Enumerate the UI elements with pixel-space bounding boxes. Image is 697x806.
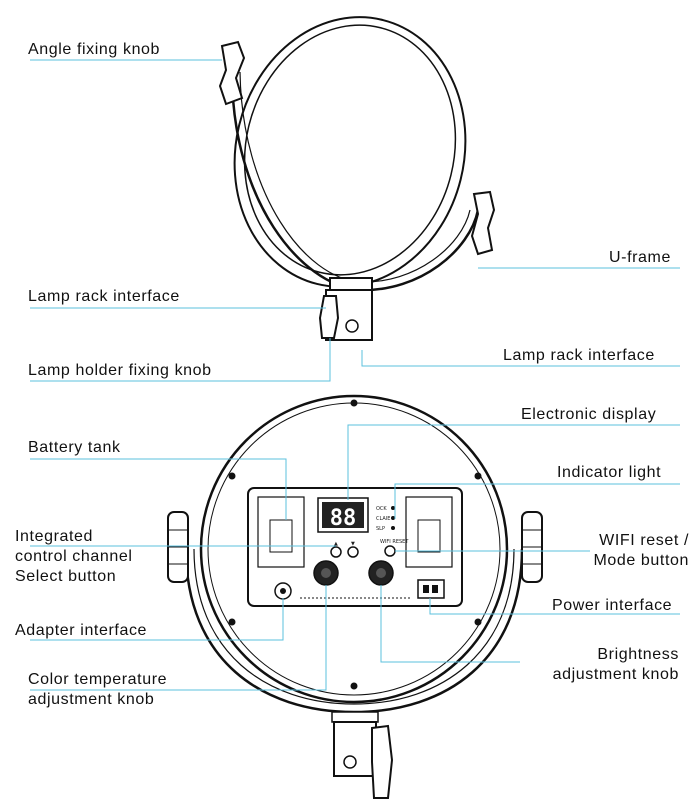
svg-text:CLAIE: CLAIE	[376, 516, 390, 522]
label-integrated-control: Integrated control channel Select button	[15, 528, 133, 585]
leader-lines	[30, 59, 680, 691]
lamp-holder-knob-top	[318, 295, 340, 339]
svg-text:SLP: SLP	[376, 526, 385, 532]
lamp-rack-top	[329, 277, 373, 291]
screw	[474, 618, 482, 626]
screw	[228, 618, 236, 626]
label-lamp-rack-interface-left: Lamp rack interface	[28, 288, 180, 305]
channel-select-button-down[interactable]	[347, 546, 359, 558]
u-frame-top	[230, 71, 480, 292]
bottom-view-light: 88 OCK CLAIE SLP WIFI RESET ▲ ▼	[167, 394, 543, 799]
label-wifi-reset: WIFI reset / Mode button	[593, 532, 689, 569]
label-u-frame: U-frame	[609, 249, 671, 266]
battery-tank-right	[405, 496, 453, 568]
angle-knob-right	[470, 190, 496, 256]
light-ring-outer	[233, 16, 467, 288]
label-power-interface: Power interface	[552, 597, 673, 614]
screw	[228, 472, 236, 480]
indicator-light	[391, 526, 395, 530]
angle-knob-left	[218, 40, 246, 106]
electronic-display	[317, 497, 369, 533]
power-interface[interactable]	[417, 579, 445, 599]
label-lamp-holder-fixing-knob: Lamp holder fixing knob	[28, 362, 212, 379]
down-arrow-glyph: ▼	[351, 541, 355, 547]
label-angle-fixing-knob: Angle fixing knob	[28, 41, 161, 58]
light-ring-inner	[243, 24, 457, 276]
svg-text:OCK: OCK	[376, 506, 387, 512]
label-color-temperature-knob: Color temperature adjustment knob	[28, 671, 168, 708]
control-panel	[247, 487, 463, 607]
channel-select-button-up[interactable]	[330, 546, 342, 558]
screw	[350, 682, 358, 690]
wifi-reset-tag: WIFI RESET	[380, 539, 409, 545]
lamp-holder-bottom	[333, 721, 377, 777]
label-battery-tank: Battery tank	[28, 439, 121, 456]
top-view-light	[218, 16, 496, 341]
label-indicator-light: Indicator light	[557, 464, 662, 481]
screw	[474, 472, 482, 480]
lamp-rack-bottom	[331, 711, 379, 723]
indicator-lights: OCK CLAIE SLP	[376, 506, 395, 532]
indicator-light	[391, 506, 395, 510]
label-electronic-display: Electronic display	[521, 406, 657, 423]
indicator-light	[391, 516, 395, 520]
display-digits: 88	[330, 506, 357, 531]
up-arrow-glyph: ▲	[334, 541, 338, 547]
lamp-holder-knob-bottom	[371, 724, 394, 799]
label-adapter-interface: Adapter interface	[15, 622, 148, 639]
battery-tank-left	[257, 496, 305, 568]
wifi-reset-button[interactable]	[384, 545, 396, 557]
label-brightness-knob: Brightness adjustment knob	[552, 646, 679, 683]
lamp-body-outer	[199, 394, 509, 704]
label-lamp-rack-interface-right: Lamp rack interface	[503, 347, 655, 364]
screw	[350, 399, 358, 407]
